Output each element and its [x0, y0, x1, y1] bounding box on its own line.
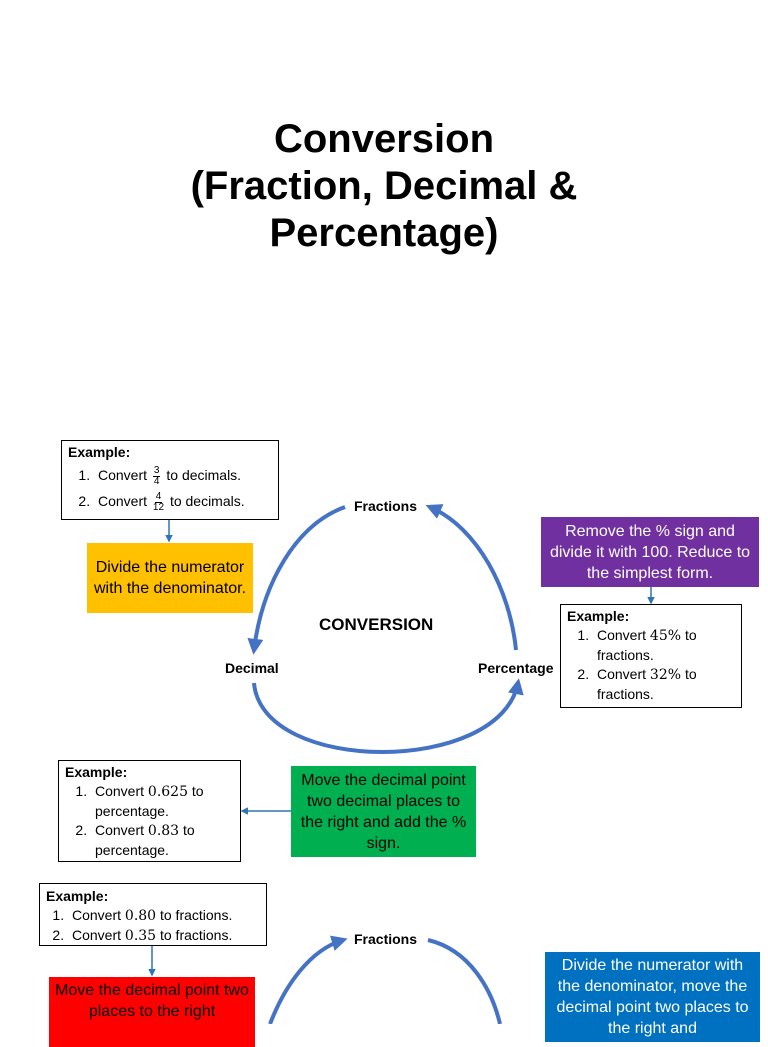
example-heading: Example: [68, 444, 131, 460]
arrow-cycle2-from-fractions [427, 938, 502, 1024]
example-text: to decimals. [169, 493, 245, 509]
arrow-cycle2-to-fractions [268, 935, 348, 1024]
label-fractions-cycle2: Fractions [354, 931, 418, 947]
label-fractions: Fractions [354, 498, 418, 514]
label-conversion-center: CONVERSION [319, 615, 434, 634]
label-decimal: Decimal [225, 660, 279, 676]
example-text: Convert [98, 467, 148, 483]
example-box-decimal-to-fraction: Example: Convert 0.80 to fractions. Conv… [39, 883, 267, 946]
example-box-percentage-to-fraction: Example: Convert 45% to fractions. Conve… [560, 604, 742, 708]
note-fraction-to-percentage: Divide the numerator with the denominato… [545, 952, 760, 1042]
label-percentage: Percentage [478, 660, 554, 676]
example-heading: Example: [65, 764, 128, 780]
arrow-fractions-to-decimal [247, 505, 346, 655]
example-heading: Example: [567, 608, 630, 624]
example-box-fraction-to-decimal: Example: Convert 34 to decimals. Convert… [61, 440, 279, 520]
example-text: to decimals. [166, 467, 242, 483]
note-decimal-to-fraction: Move the decimal point two places to the… [49, 977, 255, 1047]
title-line-3: Percentage) [269, 211, 499, 255]
note-decimal-to-percentage: Move the decimal point two decimal place… [291, 766, 476, 857]
title-line-1: Conversion [273, 117, 495, 161]
arrow-percentage-to-fractions [425, 504, 518, 651]
page-title: Conversion (Fraction, Decimal & Percenta… [0, 116, 768, 257]
example-text: Convert [98, 493, 148, 509]
arrow-decimal-to-percentage [252, 678, 524, 754]
example-heading: Example: [46, 888, 109, 904]
title-line-2: (Fraction, Decimal & [190, 164, 578, 208]
conversion-diagram-arrows [148, 504, 655, 1024]
note-fraction-to-decimal: Divide the numerator with the denominato… [87, 543, 253, 613]
example-box-decimal-to-percentage: Example: Convert 0.625 to percentage. Co… [58, 760, 241, 862]
note-percentage-to-fraction: Remove the % sign and divide it with 100… [541, 517, 759, 587]
